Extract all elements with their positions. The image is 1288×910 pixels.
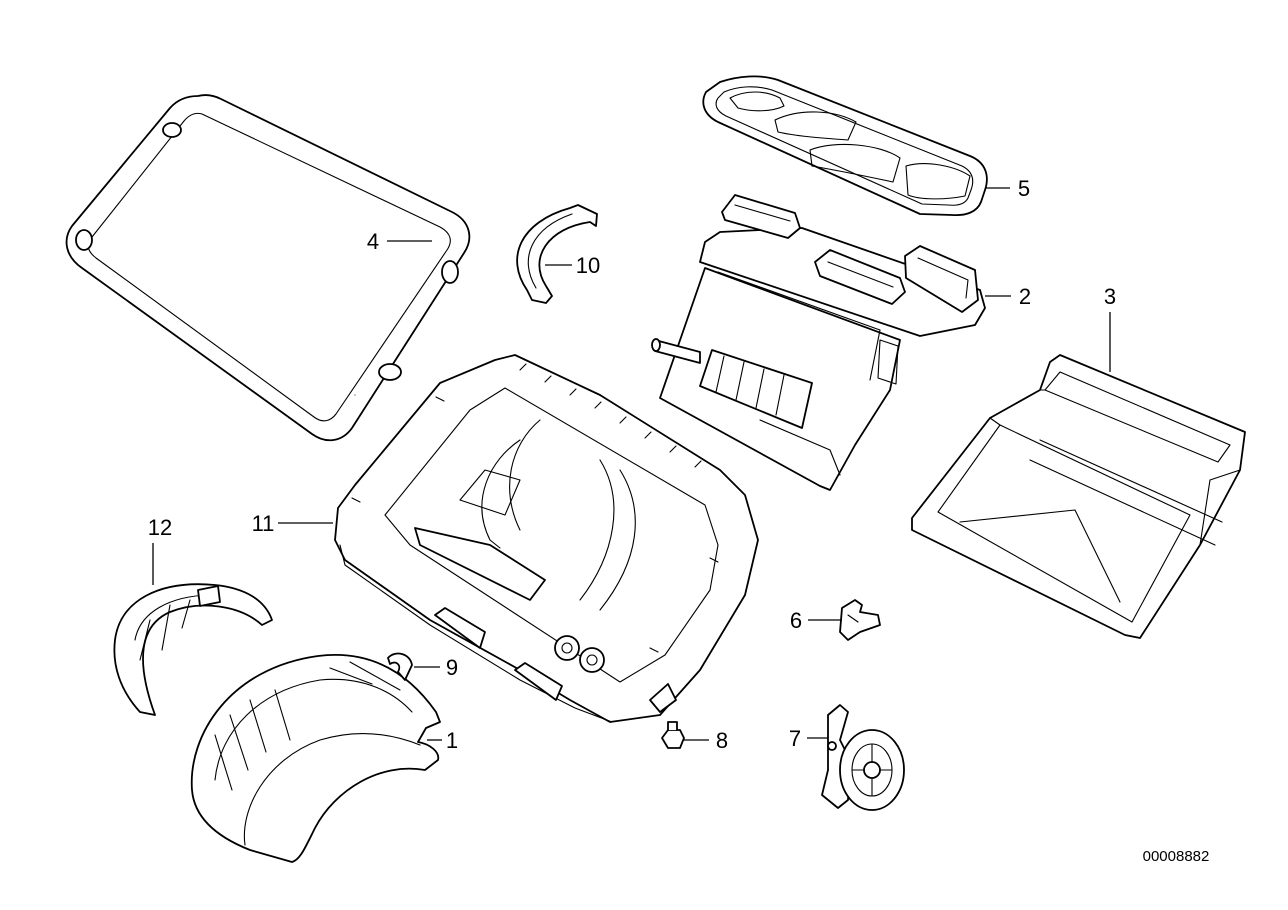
callout-4: 4	[367, 229, 379, 254]
part-1-drawing	[190, 654, 441, 863]
callout-3: 3	[1104, 284, 1116, 309]
part-6-drawing	[839, 599, 881, 641]
part-8-drawing	[661, 721, 685, 749]
diagram-id: 00008882	[1143, 848, 1210, 865]
part-12-drawing	[113, 583, 273, 716]
part-10-drawing	[516, 204, 598, 304]
part-7-drawing	[821, 704, 905, 811]
part-5-drawing	[702, 75, 988, 217]
callout-1: 1	[446, 728, 458, 753]
callout-5: 5	[1018, 176, 1030, 201]
part-2-drawing	[651, 194, 986, 491]
callout-11: 11	[252, 511, 275, 536]
part-3-drawing	[911, 354, 1246, 639]
callout-8: 8	[716, 728, 728, 753]
callout-7: 7	[789, 726, 801, 751]
callout-9: 9	[446, 655, 458, 680]
part-9-drawing	[387, 652, 413, 681]
callout-10: 10	[576, 253, 600, 278]
part-11-drawing	[334, 354, 759, 723]
part-4-drawing	[65, 94, 471, 442]
callout-6: 6	[790, 608, 802, 633]
callout-2: 2	[1019, 284, 1031, 309]
callout-12: 12	[148, 515, 172, 540]
